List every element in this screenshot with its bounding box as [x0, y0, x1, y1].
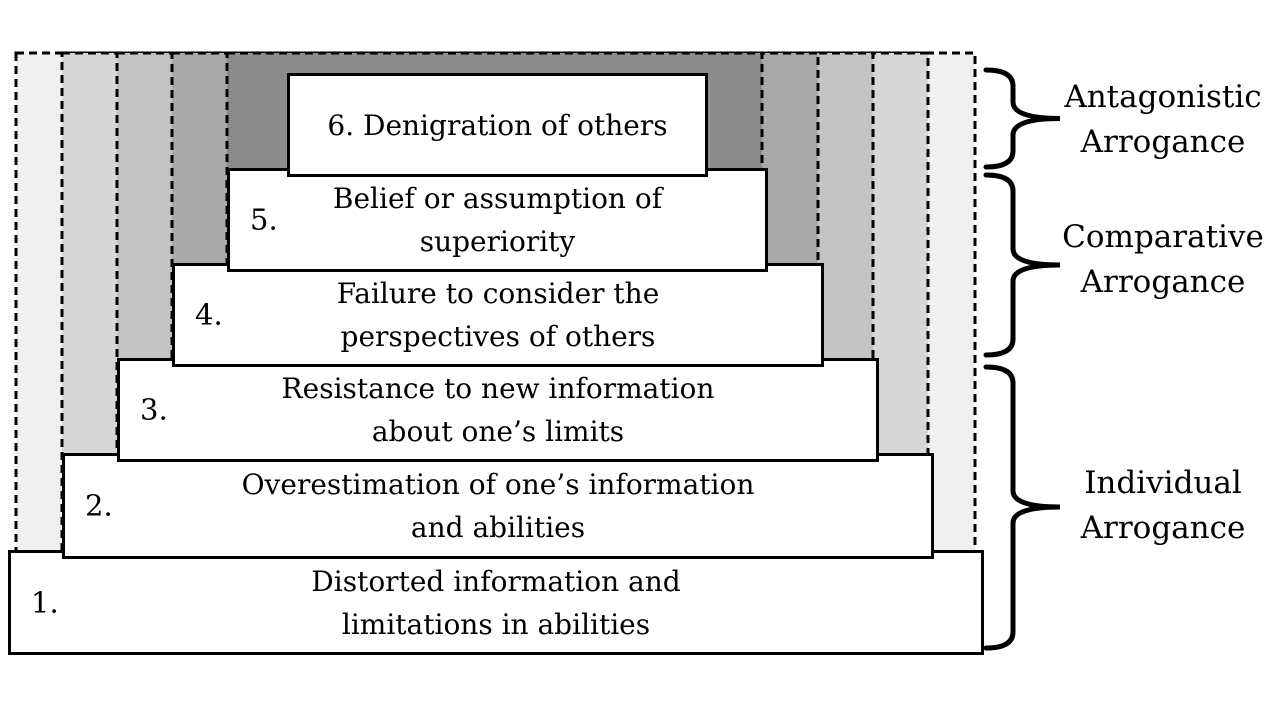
- level-text-5: Belief or assumption of superiority: [333, 177, 662, 263]
- level-text-2: Overestimation of one’s information and …: [242, 463, 755, 549]
- level-text-1-line1: Distorted information and: [311, 564, 681, 598]
- group-label-antagonistic: Antagonistic Arrogance: [1048, 75, 1278, 165]
- level-text-4: Failure to consider the perspectives of …: [337, 272, 660, 358]
- level-text-3-line2: about one’s limits: [371, 415, 625, 448]
- level-text-5-line2: superiority: [419, 225, 576, 258]
- level-text-1: Distorted information and limitations in…: [311, 560, 680, 646]
- level-text-6: 6. Denigration of others: [327, 108, 668, 142]
- level-box-5: 5. Belief or assumption of superiority: [227, 168, 768, 272]
- group-label-comparative-line1: Comparative: [1062, 219, 1264, 255]
- level-text-4-line1: Failure to consider the: [336, 277, 660, 310]
- level-box-4: 4. Failure to consider the perspectives …: [172, 263, 824, 367]
- group-label-comparative-line2: Arrogance: [1080, 264, 1246, 300]
- level-box-2: 2. Overestimation of one’s information a…: [62, 453, 934, 559]
- level-number-1: 1.: [31, 585, 59, 619]
- level-number-2: 2.: [85, 488, 113, 523]
- level-text-2-line2: and abilities: [410, 511, 586, 544]
- group-label-antagonistic-line2: Arrogance: [1080, 124, 1246, 160]
- level-text-2-line1: Overestimation of one’s information: [241, 468, 755, 501]
- group-label-antagonistic-line1: Antagonistic: [1064, 79, 1262, 115]
- level-text-1-line2: limitations in abilities: [341, 607, 651, 641]
- group-label-individual-line2: Arrogance: [1080, 510, 1246, 546]
- level-box-6: 6. Denigration of others: [287, 73, 708, 177]
- brace-comparative: [983, 172, 1061, 358]
- group-label-comparative: Comparative Arrogance: [1048, 215, 1278, 305]
- level-text-4-line2: perspectives of others: [340, 320, 656, 353]
- brace-individual: [983, 364, 1061, 651]
- group-label-individual: Individual Arrogance: [1048, 461, 1278, 551]
- brace-antagonistic: [983, 67, 1061, 170]
- level-number-3: 3.: [140, 392, 168, 427]
- level-text-3-line1: Resistance to new information: [281, 372, 715, 405]
- level-text-5-line1: Belief or assumption of: [332, 182, 663, 215]
- level-box-3: 3. Resistance to new information about o…: [117, 358, 879, 462]
- level-number-4: 4.: [195, 297, 223, 332]
- level-number-5: 5.: [250, 202, 278, 237]
- level-box-1: 1. Distorted information and limitations…: [8, 550, 984, 655]
- level-text-3: Resistance to new information about one’…: [282, 367, 715, 453]
- group-label-individual-line1: Individual: [1084, 465, 1242, 501]
